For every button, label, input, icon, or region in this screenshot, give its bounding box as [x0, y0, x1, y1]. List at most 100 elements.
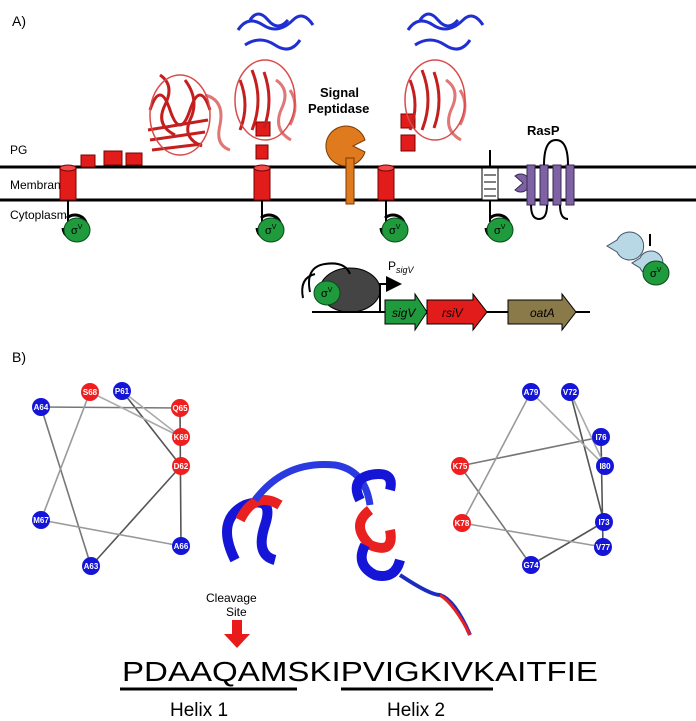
cleavage-arrow — [224, 620, 250, 648]
rasp-tm-4 — [565, 164, 575, 206]
sigma-label-2: σV — [265, 224, 277, 237]
residue-label: Q65 — [172, 404, 188, 413]
wheel-connector — [89, 391, 182, 438]
residue-label: V72 — [563, 388, 578, 397]
protein-structure-red-3 — [404, 59, 467, 142]
rsiv-complex-1: σV — [59, 73, 231, 243]
cleaved-tm-segment — [481, 167, 499, 201]
wheel-connector — [461, 391, 532, 524]
residue-node — [594, 538, 612, 556]
protein-structure-red-1 — [147, 73, 231, 156]
peptide-sequence: PDAAQAMSKIPVIGKIVKAITFIE — [122, 656, 598, 687]
residue-node — [561, 383, 579, 401]
transcription-start-arrow — [379, 276, 402, 312]
residue-node — [172, 537, 190, 555]
signal-peptidase-label-2: Peptidase — [308, 101, 369, 116]
wheel-connector — [461, 522, 604, 548]
wheel-connector — [121, 390, 182, 467]
residue-label: D62 — [174, 462, 189, 471]
transmembrane-helix — [59, 167, 77, 201]
residue-node — [81, 383, 99, 401]
wheel-connector — [121, 390, 182, 438]
gene-rsiv-label: rsiV — [442, 306, 464, 320]
clp-pacman-1 — [606, 231, 645, 261]
sigma-label-4: σV — [494, 224, 506, 237]
residue-node — [32, 398, 50, 416]
sigma-factor-1 — [63, 217, 91, 243]
residue-label: A63 — [84, 562, 99, 571]
residue-label: A66 — [174, 542, 189, 551]
residue-label: K75 — [453, 462, 468, 471]
wheel-connector — [530, 521, 605, 566]
gene-rsiv — [426, 292, 488, 332]
helix2-label: Helix 2 — [387, 700, 445, 721]
helix-ribbon-structure — [222, 460, 472, 636]
residue-label: V77 — [596, 543, 611, 552]
gene-oata — [507, 292, 577, 332]
residue-node — [172, 428, 190, 446]
residue-label: K78 — [455, 519, 470, 528]
sigma-factor-4 — [486, 217, 514, 243]
residue-label: P61 — [115, 387, 130, 396]
residue-node — [32, 511, 50, 529]
wheel-connector — [90, 465, 182, 567]
wheel-connector — [569, 391, 606, 467]
cleavage-label-2: Site — [226, 605, 247, 619]
signal-peptidase: Signal Peptidase — [308, 85, 369, 205]
sigma-factor-released — [642, 260, 670, 286]
residue-node — [82, 557, 100, 575]
wheel-connector — [40, 406, 92, 567]
gene-sigv-label: sigV — [392, 306, 416, 320]
residue-node — [451, 457, 469, 475]
layer-label-membrane: Membrane — [10, 178, 68, 192]
residue-node — [172, 457, 190, 475]
juxtamembrane-helix — [80, 154, 96, 168]
helix1-label: Helix 1 — [170, 700, 228, 721]
residue-label: I80 — [599, 462, 611, 471]
residue-node — [522, 383, 540, 401]
juxtamembrane-helix — [103, 150, 123, 166]
layer-label-pg: PG — [10, 143, 27, 157]
gene-sigv — [384, 292, 428, 332]
residue-node — [453, 514, 471, 532]
residue-node — [595, 513, 613, 531]
residue-node — [171, 399, 189, 417]
sigma-label-3: σV — [389, 224, 401, 237]
wheel-connector — [459, 436, 602, 467]
layer-label-cytoplasm: Cytoplasm — [10, 208, 67, 222]
rasp-label: RasP — [527, 123, 560, 138]
promoter-label: PsigV — [388, 259, 415, 275]
sigma-factor-promoter — [313, 280, 341, 306]
protein-structure-blue-2 — [236, 12, 315, 51]
sigma-label-5: σV — [650, 267, 662, 280]
residue-label: M67 — [33, 516, 49, 525]
rasp-tm-3 — [552, 164, 562, 206]
residue-label: K69 — [174, 433, 189, 442]
residue-label: G74 — [523, 561, 539, 570]
rasp-tm-1 — [526, 164, 536, 206]
residue-label: S68 — [83, 388, 98, 397]
residue-label: A79 — [524, 388, 539, 397]
residue-node — [113, 382, 131, 400]
residue-node — [592, 428, 610, 446]
sigma-label-6: σV — [321, 287, 333, 300]
peptidase-anchor — [345, 157, 355, 205]
wheel-connector — [40, 406, 181, 409]
residue-label: A64 — [34, 403, 49, 412]
peptidase-pacman — [325, 125, 366, 167]
gene-oata-label: oatA — [530, 306, 555, 320]
sigma-factor-3 — [381, 217, 409, 243]
juxtamembrane-helix — [125, 152, 143, 166]
wheel-connector — [530, 391, 606, 467]
sigma-label-1: σV — [71, 224, 83, 237]
wheel-connector — [459, 465, 532, 566]
wheel-connector — [40, 519, 182, 547]
protein-structure-red-2 — [234, 59, 297, 142]
rsiv-complex-2: σV — [234, 12, 315, 243]
residue-label: I76 — [595, 433, 607, 442]
wheel-connector — [569, 391, 605, 523]
protein-structure-blue-3 — [406, 12, 485, 51]
residue-node — [596, 457, 614, 475]
